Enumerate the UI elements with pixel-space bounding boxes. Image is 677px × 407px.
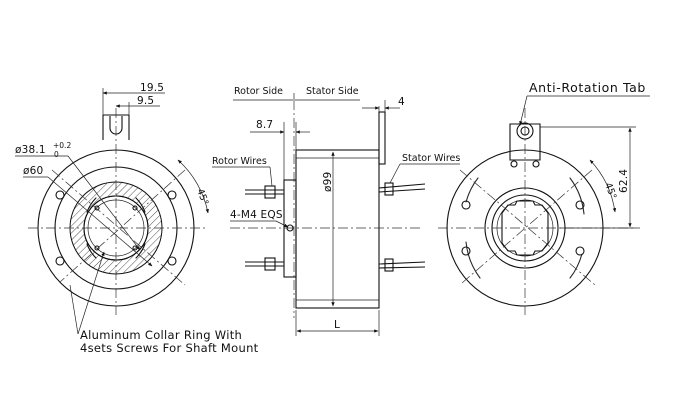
- stator-slots: [465, 177, 585, 279]
- angle-right: 45°: [602, 181, 618, 201]
- stator-tab: [378, 111, 386, 165]
- rotor-wires: [245, 185, 284, 271]
- collar-slots: [86, 197, 146, 259]
- stator-mount-holes: [461, 200, 585, 256]
- stator-wires: [378, 182, 426, 272]
- dim-L: L: [334, 319, 340, 331]
- dim-38-1-tol-lower: 0: [54, 150, 59, 159]
- dim-19-5: 19.5: [140, 82, 164, 94]
- collar-note-line1: Aluminum Collar Ring With: [80, 328, 242, 342]
- stator-side-label: Stator Side: [306, 86, 359, 97]
- dim-9-5: 9.5: [137, 95, 154, 107]
- rotor-flange: [283, 179, 297, 278]
- angle-left: 45°: [194, 187, 210, 207]
- dim-99: ø99: [322, 172, 334, 192]
- dim-62-4: 62.4: [618, 169, 630, 193]
- dim-8-7: 8.7: [256, 119, 273, 131]
- stator-wires-label: Stator Wires: [402, 153, 460, 164]
- rotor-end-view: 19.5 9.5 ø38.1 +0.2 0 ø60 45° Aluminum C…: [15, 82, 259, 355]
- anti-rotation-tab-label: Anti-Rotation Tab: [529, 80, 646, 95]
- dim-38-1: ø38.1: [15, 144, 46, 156]
- slip-ring-body: [295, 149, 380, 309]
- rotor-wires-label: Rotor Wires: [212, 156, 267, 167]
- rotor-flange-outline: [37, 149, 195, 307]
- stator-end-view: 62.4 45° Anti-Rotation Tab: [438, 80, 650, 315]
- stator-bore: [501, 200, 549, 256]
- side-view: Rotor Side Stator Side Rotor Wi: [212, 86, 460, 336]
- dim-38-1-tol-upper: +0.2: [53, 141, 71, 150]
- dim-4: 4: [398, 96, 405, 108]
- mounting-holes-label: 4-M4 EQS: [230, 209, 283, 221]
- rotor-mount-holes: [55, 190, 177, 266]
- collar-note-line2: 4sets Screws For Shaft Mount: [80, 341, 259, 355]
- rotor-side-label: Rotor Side: [234, 86, 283, 97]
- dim-60: ø60: [23, 165, 43, 177]
